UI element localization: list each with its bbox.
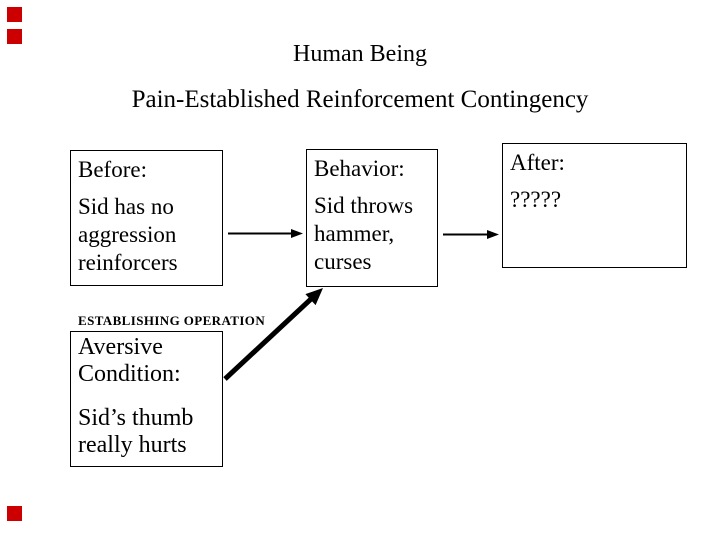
arrow-eo-to-behavior-head bbox=[305, 288, 323, 306]
arrow-eo-to-behavior bbox=[223, 288, 323, 381]
arrow-behavior-to-after-head bbox=[487, 230, 499, 239]
establishing-operation-label: ESTABLISHING OPERATION bbox=[78, 313, 266, 328]
before-heading: Before: bbox=[78, 157, 147, 182]
behavior-body: Sid throws hammer, curses bbox=[314, 193, 414, 274]
behavior-box: Behavior: Sid throws hammer, curses bbox=[306, 149, 438, 287]
behavior-heading: Behavior: bbox=[314, 156, 405, 181]
aversive-condition-heading: Aversive Condition: bbox=[78, 334, 181, 387]
arrow-eo-to-behavior-shaft bbox=[223, 297, 313, 381]
before-box: Before: Sid has no aggression reinforcer… bbox=[70, 150, 223, 286]
after-box: After: ????? bbox=[502, 143, 687, 268]
red-corner-marker-bottom bbox=[7, 506, 22, 521]
arrow-before-to-behavior bbox=[228, 229, 303, 238]
establishing-operation-box: Aversive Condition: Sid’s thumb really h… bbox=[70, 331, 223, 467]
red-corner-marker-top-2 bbox=[7, 29, 22, 44]
slide-title: Human Being bbox=[293, 41, 427, 67]
after-heading: After: bbox=[510, 150, 565, 175]
before-body: Sid has no aggression reinforcers bbox=[78, 194, 178, 275]
arrow-before-to-behavior-head bbox=[291, 229, 303, 238]
arrow-behavior-to-after bbox=[443, 230, 499, 239]
aversive-condition-body: Sid’s thumb really hurts bbox=[78, 405, 194, 458]
after-body: ????? bbox=[510, 187, 562, 212]
slide-subtitle: Pain-Established Reinforcement Contingen… bbox=[131, 86, 589, 113]
red-corner-marker-top-1 bbox=[7, 7, 22, 22]
